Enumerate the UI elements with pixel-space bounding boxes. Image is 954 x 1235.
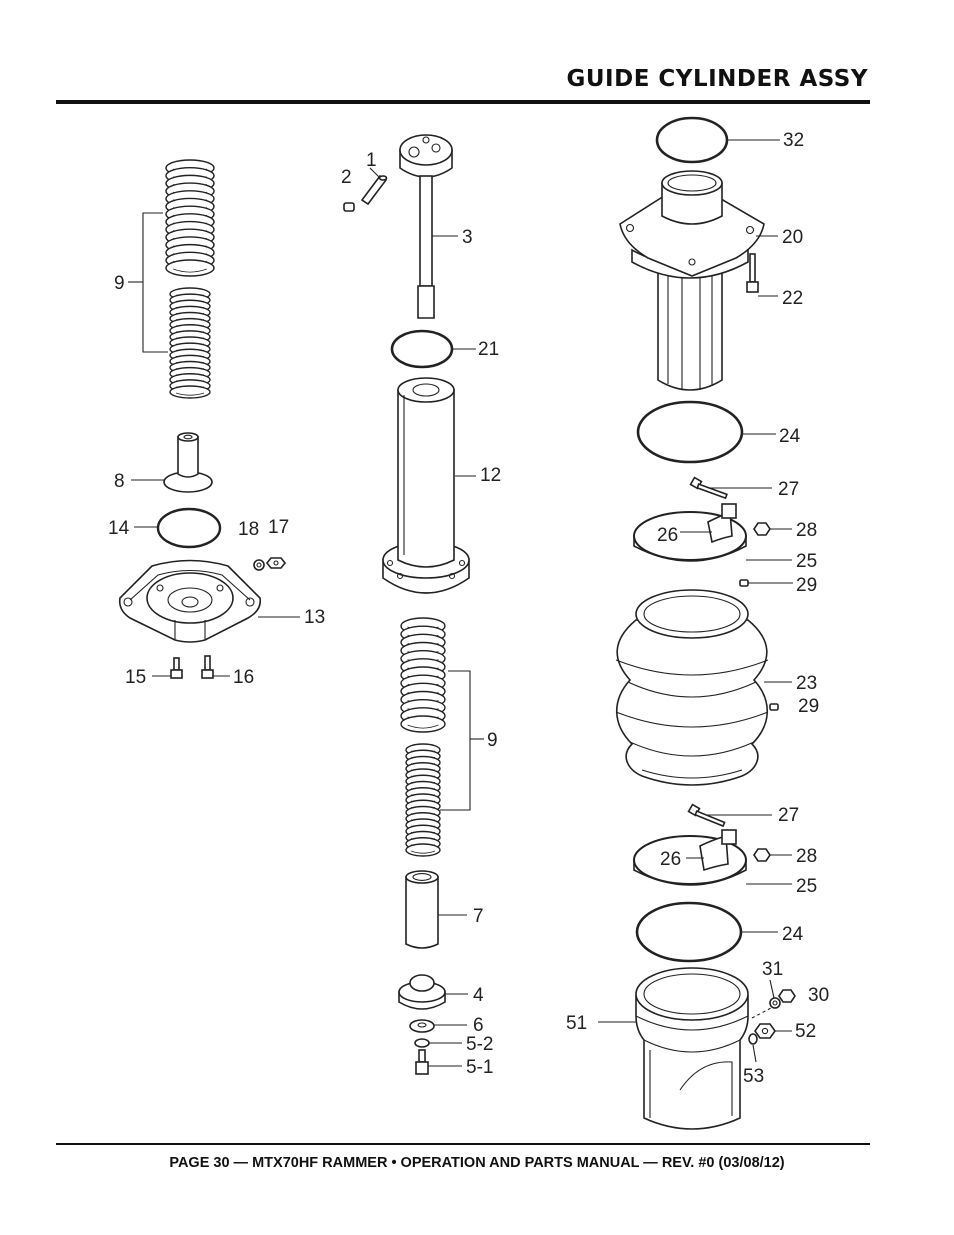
leader-31-dash bbox=[751, 1007, 772, 1019]
sleeve-part-7 bbox=[405, 870, 439, 949]
callout-29-upper: 29 bbox=[796, 575, 817, 596]
nut-part-30 bbox=[778, 989, 796, 1003]
leader-53 bbox=[752, 1044, 757, 1063]
callout-7: 7 bbox=[473, 906, 484, 927]
plug-part-29-upper bbox=[739, 579, 749, 587]
callout-53: 53 bbox=[743, 1066, 764, 1087]
callout-2: 2 bbox=[341, 167, 352, 188]
plug-part-2 bbox=[343, 202, 355, 212]
callout-51: 51 bbox=[566, 1013, 587, 1034]
clamp-lug-upper bbox=[721, 503, 737, 519]
callout-27-upper: 27 bbox=[778, 479, 799, 500]
callout-1: 1 bbox=[366, 150, 377, 171]
page-footer: PAGE 30 — MTX70HF RAMMER • OPERATION AND… bbox=[169, 1155, 785, 1171]
clamp-bolt-part-27-lower bbox=[687, 803, 726, 828]
callout-28-upper: 28 bbox=[796, 520, 817, 541]
nut-part-17 bbox=[265, 557, 287, 569]
callout-23: 23 bbox=[796, 673, 817, 694]
washer-part-53 bbox=[748, 1033, 758, 1045]
callout-6: 6 bbox=[473, 1015, 484, 1036]
o-ring-part-32 bbox=[655, 116, 729, 164]
callout-24-upper: 24 bbox=[779, 426, 801, 447]
lock-washer-part-5-2 bbox=[414, 1038, 430, 1048]
clamp-band-part-25-lower bbox=[633, 835, 747, 886]
callout-5-1: 5-1 bbox=[466, 1057, 493, 1078]
callout-15: 15 bbox=[125, 667, 146, 688]
callout-30: 30 bbox=[808, 985, 829, 1006]
bolt-part-15 bbox=[170, 657, 183, 679]
footer-rule bbox=[56, 1143, 870, 1145]
bellows-part-23 bbox=[615, 589, 769, 786]
bushing-part-4 bbox=[398, 974, 446, 1010]
callout-25-lower: 25 bbox=[796, 876, 817, 897]
bolt-part-22 bbox=[746, 253, 759, 293]
callout-16: 16 bbox=[233, 667, 254, 688]
spring-lower-middle bbox=[405, 743, 441, 857]
callout-21: 21 bbox=[478, 339, 499, 360]
bolt-part-5-1 bbox=[415, 1049, 429, 1075]
clamp-band-part-25-upper bbox=[633, 511, 747, 562]
leader-9a bbox=[142, 212, 168, 353]
callout-5-2: 5-2 bbox=[466, 1034, 493, 1055]
callout-3: 3 bbox=[462, 227, 473, 248]
callout-9-left: 9 bbox=[114, 273, 125, 294]
spring-lower-left bbox=[169, 287, 211, 399]
callout-52: 52 bbox=[795, 1021, 816, 1042]
page-title: GUIDE CYLINDER ASSY bbox=[566, 66, 868, 92]
lower-case-part-51 bbox=[635, 967, 749, 1130]
callout-26-lower: 26 bbox=[660, 849, 681, 870]
callout-13: 13 bbox=[304, 607, 325, 628]
callout-27-lower: 27 bbox=[778, 805, 799, 826]
callout-29-lower: 29 bbox=[798, 696, 819, 717]
spring-upper-middle bbox=[400, 617, 446, 733]
callout-20: 20 bbox=[782, 227, 803, 248]
spring-guide-part-8 bbox=[163, 432, 213, 493]
plug-part-29-lower bbox=[769, 703, 779, 711]
callout-9-middle: 9 bbox=[487, 730, 498, 751]
pin-part-1 bbox=[360, 174, 388, 206]
clamp-pad-part-26-upper bbox=[707, 510, 733, 544]
callout-32: 32 bbox=[783, 130, 804, 151]
callout-18: 18 bbox=[238, 519, 259, 540]
callout-22: 22 bbox=[782, 288, 803, 309]
base-plate-part-13 bbox=[118, 559, 262, 643]
o-ring-part-14 bbox=[156, 507, 222, 549]
bolt-part-16 bbox=[201, 655, 214, 679]
callout-17: 17 bbox=[268, 517, 289, 538]
callout-26-upper: 26 bbox=[657, 525, 678, 546]
leader-1 bbox=[369, 167, 381, 179]
washer-part-18 bbox=[253, 559, 265, 571]
washer-part-31 bbox=[769, 997, 781, 1009]
cylinder-head-part-3 bbox=[399, 134, 453, 319]
o-ring-part-21 bbox=[390, 329, 454, 369]
nut-part-52 bbox=[754, 1023, 776, 1039]
callout-4: 4 bbox=[473, 985, 484, 1006]
clamp-nut-part-28-lower bbox=[753, 848, 771, 862]
callout-14: 14 bbox=[108, 518, 130, 539]
guide-cylinder-part-12 bbox=[382, 377, 470, 594]
washer-part-6 bbox=[409, 1019, 435, 1033]
title-rule bbox=[56, 100, 870, 104]
o-ring-part-24-upper bbox=[636, 400, 744, 464]
leader-31 bbox=[769, 979, 775, 999]
o-ring-part-24-lower bbox=[635, 901, 743, 963]
spring-upper-left bbox=[165, 159, 215, 277]
callout-12: 12 bbox=[480, 465, 501, 486]
clamp-bolt-part-27-upper bbox=[689, 476, 728, 500]
clamp-lug-lower bbox=[721, 829, 737, 845]
callout-25-upper: 25 bbox=[796, 551, 817, 572]
clamp-nut-part-28-upper bbox=[753, 522, 771, 536]
callout-8: 8 bbox=[114, 471, 125, 492]
clamp-pad-part-26-lower bbox=[699, 834, 729, 872]
upper-housing-part-20 bbox=[619, 170, 765, 391]
callout-24-lower: 24 bbox=[782, 924, 804, 945]
callout-31: 31 bbox=[762, 959, 783, 980]
callout-28-lower: 28 bbox=[796, 846, 817, 867]
leader-9b bbox=[440, 670, 471, 811]
